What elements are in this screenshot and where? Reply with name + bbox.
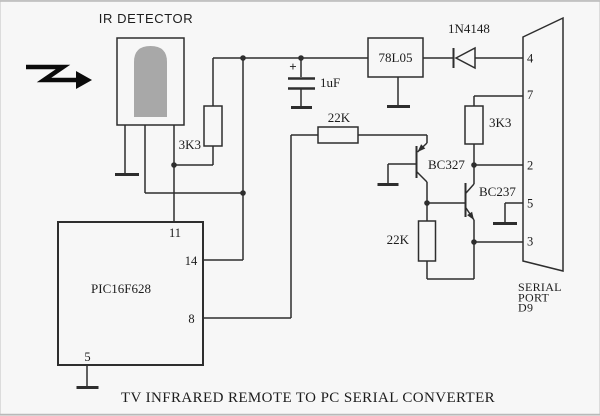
ir-detector-label: IR DETECTOR	[99, 11, 193, 26]
junction-dot	[471, 162, 477, 168]
transistor-bc237: BC237	[427, 164, 523, 243]
ir-detector-dome	[134, 46, 167, 117]
resistor-label: 3K3	[179, 137, 201, 152]
d9-pin2-label: 2	[527, 159, 533, 173]
supply-rail-wires	[203, 57, 368, 261]
junction-dot	[424, 200, 430, 206]
mcu-pic16f628: PIC16F628 11 14 8 5	[57, 221, 204, 389]
schematic-title: TV INFRARED REMOTE TO PC SERIAL CONVERTE…	[121, 390, 495, 406]
resistor-body	[464, 105, 484, 145]
serial-port-d9-connector: 4 7 2 5 3 SERIAL PORT D9	[518, 16, 564, 315]
mcu-pin5-label: 5	[84, 350, 90, 364]
d9-pin5-label: 5	[527, 197, 533, 211]
npn-emitter-arrow	[467, 211, 474, 220]
mcu-pin8-label: 8	[188, 312, 194, 326]
d9-pin7-label: 7	[527, 88, 533, 102]
resistor-22k-base: 22K	[203, 110, 427, 319]
resistor-3k3-serial: 3K3	[464, 95, 523, 165]
resistor-body	[317, 126, 359, 144]
capacitor-1uf: + 1uF	[288, 58, 340, 109]
arrow-shaft	[26, 64, 77, 83]
diode-triangle	[454, 46, 476, 70]
junction-dot	[171, 162, 177, 168]
junction-dots	[171, 55, 477, 245]
ir-detector: IR DETECTOR	[99, 11, 243, 222]
transistor-label: BC327	[428, 157, 465, 172]
arrow-head	[76, 71, 92, 89]
junction-dot	[240, 190, 246, 196]
serial-ground	[493, 202, 523, 225]
d9-pin3-label: 3	[527, 235, 533, 249]
regulator-label: 78L05	[379, 50, 413, 65]
voltage-regulator-78l05: 78L05	[367, 37, 424, 108]
capacitor-polarity: +	[289, 59, 296, 74]
d9-pin4-label: 4	[527, 52, 534, 66]
resistor-body	[417, 220, 437, 262]
pnp-emitter-arrow	[417, 144, 426, 152]
serial-port-label-2: PORT	[518, 291, 550, 305]
mcu-label: PIC16F628	[91, 281, 151, 296]
resistor-label: 3K3	[489, 115, 511, 130]
mcu-body	[57, 221, 204, 366]
resistor-22k-feedback: 22K	[387, 203, 475, 280]
serial-port-label-3: D9	[518, 301, 533, 315]
serial-port-label-1: SERIAL	[518, 280, 562, 294]
resistor-label: 22K	[387, 232, 410, 247]
transistor-bc327: BC327	[377, 135, 465, 203]
junction-dot	[471, 239, 477, 245]
capacitor-label: 1uF	[320, 75, 340, 90]
resistor-body	[203, 105, 223, 147]
diode-1n4148: 1N4148	[423, 21, 523, 70]
collector-line	[416, 171, 428, 183]
resistor-3k3-ir: 3K3	[174, 58, 223, 166]
junction-dot	[240, 55, 246, 61]
ir-signal-arrow-icon	[26, 64, 92, 89]
resistor-label: 22K	[328, 110, 351, 125]
regulator-body	[367, 37, 424, 78]
transistor-label: BC237	[479, 184, 516, 199]
junction-dot	[298, 55, 304, 61]
d9-body	[522, 16, 564, 272]
collector-line	[465, 183, 475, 194]
mcu-pin14-label: 14	[185, 254, 198, 268]
mcu-pin11-label: 11	[169, 226, 181, 240]
diode-label: 1N4148	[448, 21, 490, 36]
